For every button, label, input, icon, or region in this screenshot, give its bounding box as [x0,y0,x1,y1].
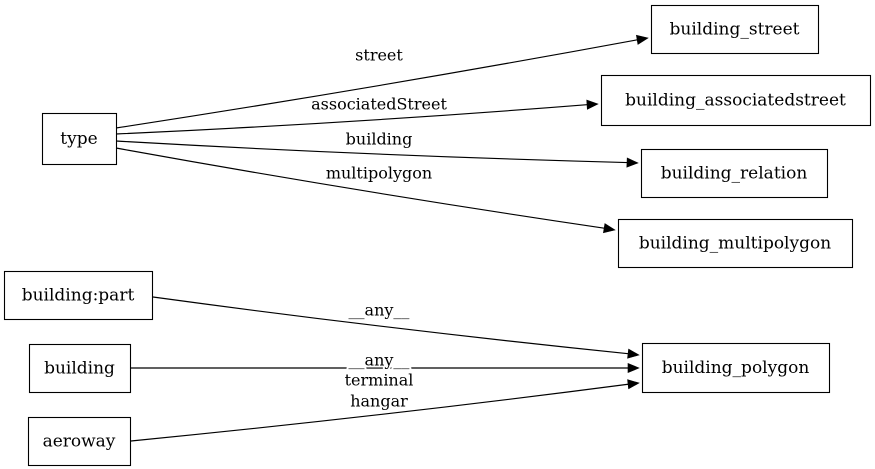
node-building_relation[interactable]: building_relation [640,148,829,199]
edge-label-text: multipolygon [326,164,432,183]
edge-aeroway-to-building_polygon [130,379,640,442]
edge-line [130,383,629,442]
edge-label-text: building [346,130,413,149]
node-building_associatedstreet[interactable]: building_associatedstreet [600,74,872,127]
node-box[interactable] [617,218,854,269]
node-box[interactable] [28,343,132,394]
node-type[interactable]: type [41,112,118,166]
node-label: building_multipolygon [639,234,831,254]
edge-label-halo: associatedStreet [311,95,447,114]
node-aeroway[interactable]: aeroway [27,416,132,467]
node-box[interactable] [641,342,831,394]
edge-arrowhead [627,379,640,390]
node-building_multipolygon[interactable]: building_multipolygon [617,218,854,269]
edge-type-to-building_multipolygon [115,147,616,234]
edges-layer [115,34,649,442]
edge-label-text: street [355,46,403,65]
node-label: building:part [22,286,135,306]
edge-type-to-building_street [115,34,649,129]
edge-arrowhead [627,362,640,374]
node-label: building_street [670,20,800,40]
edge-label-__any__: __any____any__ [347,349,412,372]
edge-arrowhead [636,34,649,45]
edge-label-text: hangar [350,392,408,411]
edge-label-text: __any__ [349,301,410,320]
node-box[interactable] [600,74,872,127]
node-label: aeroway [43,432,116,452]
node-label: building_associatedstreet [625,91,846,111]
edge-label-text: terminal [345,371,414,390]
node-building_street[interactable]: building_street [650,4,820,55]
node-label: type [60,129,97,149]
node-label: building_relation [661,164,808,184]
edge-label-halo: multipolygon [326,164,432,183]
edge-label-halo: street [355,46,403,65]
edge-label-__any__: __any____any__ [347,299,412,322]
edge-label-text: __any__ [349,351,410,370]
edge-line [115,104,588,135]
edge-label-halo: building [346,130,413,149]
edge-line [152,296,629,355]
edge-arrowhead [603,223,616,234]
edge-line [115,147,605,229]
edge-label-halo: terminal [345,371,414,390]
edge-label-text: associatedStreet [311,95,447,114]
edge-type-to-building_relation [115,140,639,168]
edge-type-to-building_associatedstreet [115,99,599,135]
node-label: building_polygon [662,358,810,378]
node-box[interactable] [41,112,118,166]
edge-label-halo: __any__ [349,351,410,370]
node-building_polygon[interactable]: building_polygon [641,342,831,394]
node-label: building [44,359,115,379]
edge-building-to-building_polygon [131,362,640,374]
node-box[interactable] [27,416,132,467]
node-box[interactable] [640,148,829,199]
edge-arrowhead [626,157,639,168]
edge-arrowhead [627,348,640,359]
node-building_part[interactable]: building:part [3,270,154,321]
edge-line [115,39,638,129]
edge-building_part-to-building_polygon [152,296,640,359]
node-box[interactable] [3,270,154,321]
node-box[interactable] [650,4,820,55]
edge-label-halo: __any__ [349,301,410,320]
edge-line [115,140,628,164]
edge-arrowhead [586,99,599,110]
nodes-layer: type building_street building_associatedst… [3,4,872,467]
node-building[interactable]: building [28,343,132,394]
edge-label-halo: hangar [350,392,408,411]
